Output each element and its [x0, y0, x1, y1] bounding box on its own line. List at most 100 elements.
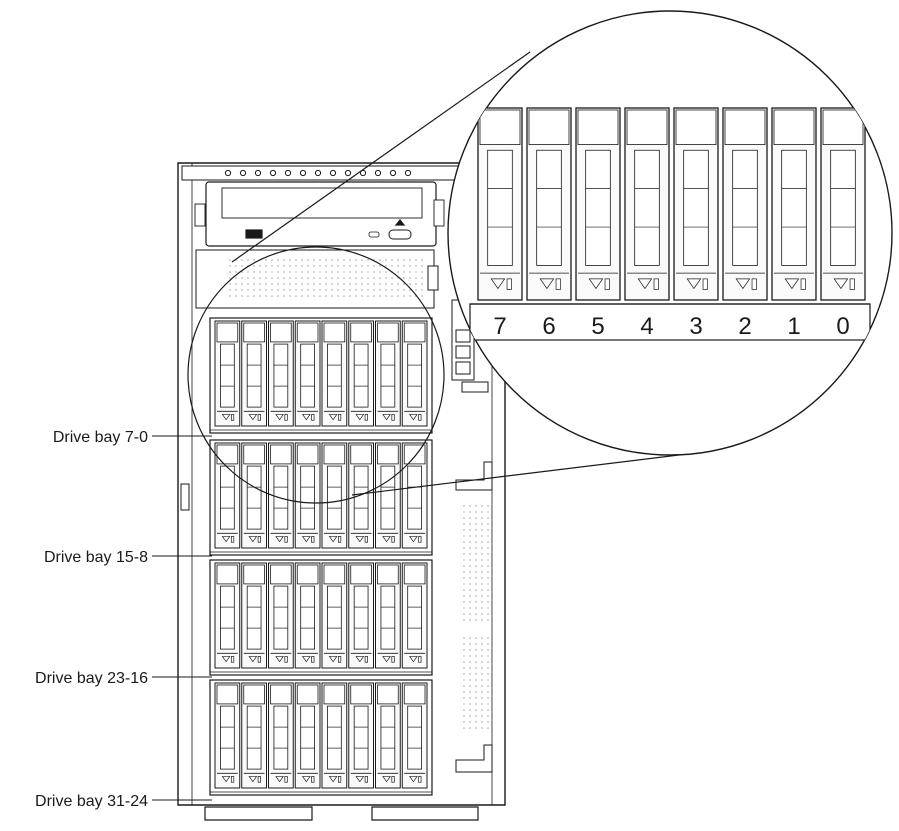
drive-status-led-icon — [337, 536, 342, 543]
zoomed-drive-bay — [624, 107, 670, 301]
eject-button[interactable] — [388, 229, 412, 240]
zoomed-drive-bay — [673, 107, 719, 301]
release-latch-icon — [382, 776, 391, 783]
callout-label: Drive bay 31-24 — [35, 793, 148, 810]
drive-bay[interactable] — [241, 442, 267, 549]
release-latch-icon — [539, 278, 555, 290]
drive-cage — [209, 439, 433, 556]
drive-status-led-icon — [257, 414, 261, 421]
drive-status-led-icon — [257, 776, 261, 783]
drive-status-led-icon — [311, 776, 315, 783]
drive-bay[interactable] — [348, 562, 374, 669]
indicator-led-icon — [299, 169, 307, 177]
drive-status-led-icon — [284, 414, 288, 421]
drive-status-led-icon — [604, 278, 610, 290]
drive-bay[interactable] — [375, 682, 401, 789]
drive-status-led-icon — [555, 278, 561, 290]
front-io-ports — [451, 299, 489, 393]
drive-status-led-icon — [418, 656, 422, 663]
drive-bay[interactable] — [241, 682, 267, 789]
drive-status-led-icon — [702, 278, 708, 290]
release-latch-icon — [221, 536, 231, 543]
indicator-led-icon — [344, 169, 352, 177]
drive-bay[interactable] — [268, 682, 294, 789]
drive-status-led-icon — [391, 414, 395, 421]
drive-status-led-icon — [364, 656, 368, 663]
bay-number-label: 5 — [591, 313, 604, 340]
drive-bay[interactable] — [294, 682, 321, 789]
bay-number-label: 2 — [738, 313, 751, 340]
drive-status-led-icon — [751, 278, 757, 290]
release-latch-icon — [328, 536, 338, 543]
drive-bay[interactable] — [321, 682, 348, 789]
drive-status-led-icon — [230, 656, 235, 663]
drive-bay[interactable] — [268, 562, 294, 669]
release-latch-icon — [328, 656, 338, 663]
magnifier-guides — [187, 51, 696, 504]
eject-icon — [394, 219, 406, 226]
release-latch-icon — [302, 414, 311, 421]
drive-bay[interactable] — [401, 682, 428, 789]
zoomed-drive-bay — [477, 107, 523, 301]
drive-bay[interactable] — [375, 562, 401, 669]
drive-bay[interactable] — [401, 562, 428, 669]
drive-bay[interactable] — [214, 320, 241, 427]
release-latch-icon — [686, 278, 702, 290]
drive-bay[interactable] — [401, 442, 428, 549]
drive-bay[interactable] — [214, 442, 241, 549]
drive-bay-cages — [209, 317, 433, 796]
drive-status-led-icon — [230, 776, 235, 783]
drive-bay[interactable] — [375, 320, 401, 427]
drive-bay[interactable] — [348, 320, 374, 427]
drive-bay[interactable] — [321, 562, 348, 669]
drive-bay[interactable] — [294, 442, 321, 549]
drive-bay[interactable] — [375, 442, 401, 549]
release-latch-icon — [328, 776, 338, 783]
drive-status-led-icon — [391, 776, 395, 783]
drive-bay[interactable] — [241, 562, 267, 669]
drive-bay[interactable] — [214, 682, 241, 789]
release-latch-icon — [302, 776, 311, 783]
release-latch-icon — [275, 414, 284, 421]
drive-bay[interactable] — [294, 562, 321, 669]
release-latch-icon — [302, 656, 311, 663]
release-latch-icon — [248, 536, 258, 543]
release-latch-icon — [248, 656, 258, 663]
bay-number-label: 6 — [542, 313, 555, 340]
indicator-led-icon — [404, 169, 412, 177]
release-latch-icon — [409, 414, 418, 421]
drive-status-led-icon — [364, 536, 368, 543]
indicator-led-icon — [254, 169, 262, 177]
zoom-source-circle — [187, 246, 445, 504]
drive-bay[interactable] — [321, 442, 348, 549]
release-latch-icon — [248, 776, 258, 783]
drive-bay[interactable] — [401, 320, 428, 427]
release-latch-icon — [275, 536, 284, 543]
release-latch-icon — [409, 536, 418, 543]
release-latch-icon — [221, 656, 231, 663]
release-latch-icon — [221, 776, 231, 783]
drive-bay[interactable] — [348, 682, 374, 789]
drive-status-led-icon — [257, 656, 261, 663]
release-latch-icon — [355, 414, 365, 421]
bay-number-label: 4 — [640, 313, 653, 340]
drive-bay[interactable] — [214, 562, 241, 669]
drive-status-led-icon — [284, 536, 288, 543]
drive-bay[interactable] — [348, 442, 374, 549]
chassis-feet — [204, 806, 479, 821]
drive-status-led-icon — [391, 536, 395, 543]
drive-cage — [209, 317, 433, 434]
drive-status-led-icon — [311, 414, 315, 421]
drive-bay[interactable] — [294, 320, 321, 427]
release-latch-icon — [275, 776, 284, 783]
release-latch-icon — [221, 414, 231, 421]
drive-bay[interactable] — [321, 320, 348, 427]
drive-status-led-icon — [849, 278, 855, 290]
release-latch-icon — [382, 536, 391, 543]
activity-led-icon — [368, 231, 380, 238]
drive-bay[interactable] — [241, 320, 267, 427]
drive-status-led-icon — [337, 414, 342, 421]
drive-bay[interactable] — [268, 320, 294, 427]
